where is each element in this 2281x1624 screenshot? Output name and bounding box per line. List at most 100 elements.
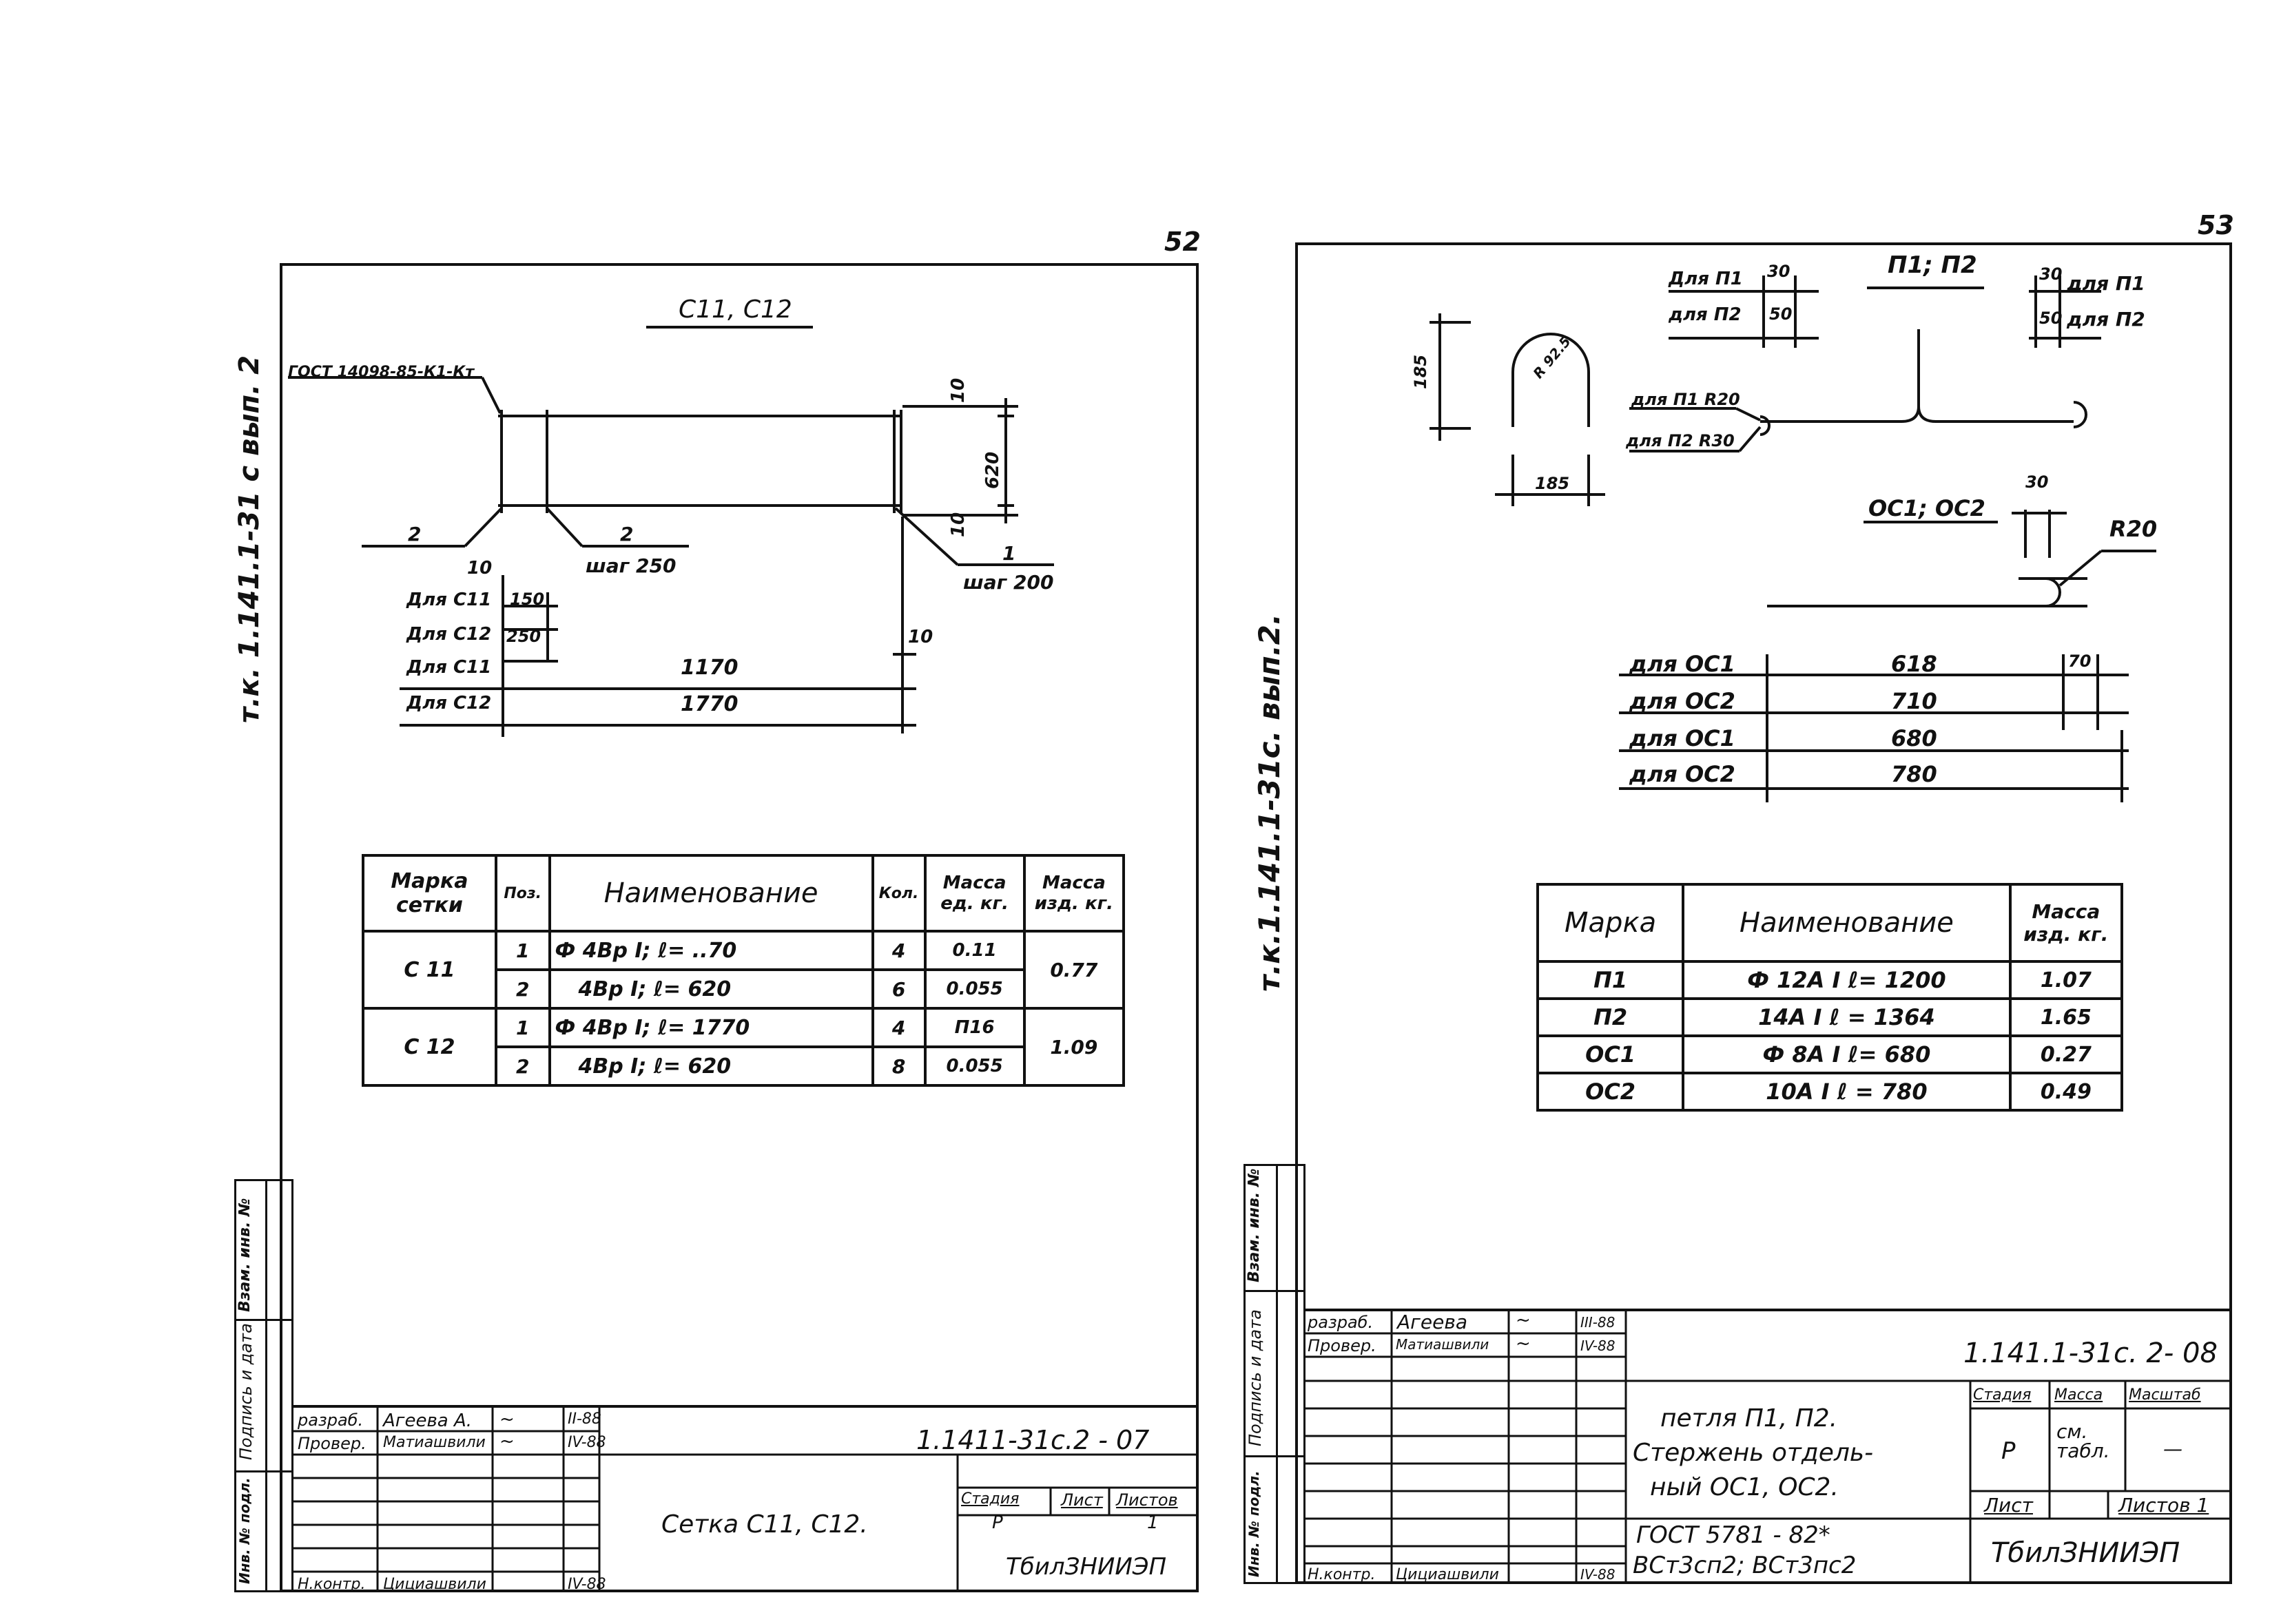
left-drawing-title: С11, С12 xyxy=(679,295,792,324)
row-label-c12-b: Для С12 xyxy=(406,693,492,714)
right-tb-name-check: Матиашвили xyxy=(1396,1336,1489,1353)
left-tb-date-3: IV-88 xyxy=(568,1576,606,1593)
left-tb-doc-code: 1.1411-31с.2 - 07 xyxy=(916,1425,1150,1455)
oc-row-value-3: 680 xyxy=(1891,725,1937,751)
right-tb-name-line-2: Стержень отдель- xyxy=(1633,1439,1874,1467)
th-mass: Масса изд. кг. xyxy=(2008,883,2124,963)
row-label-c11-a: Для С11 xyxy=(406,590,492,610)
oc-radius: R20 xyxy=(2109,516,2158,542)
left-tb-stage: Р xyxy=(992,1512,1003,1533)
qty-cell: 4 xyxy=(871,930,927,971)
oc-row-value-4: 780 xyxy=(1891,761,1937,787)
oc-row-label-4: для ОС2 xyxy=(1629,761,1735,787)
mark-cell: П1 xyxy=(1536,960,1685,1000)
left-tb-role-check: Провер. xyxy=(298,1434,367,1453)
name-cell: 14А I ℓ = 1364 xyxy=(1682,997,2012,1037)
right-tb-gost-line-2: ВСт3сп2; ВСт3пс2 xyxy=(1633,1552,1857,1579)
mass-cell: П16 xyxy=(923,1007,1026,1048)
qty-cell: 4 xyxy=(871,1007,927,1048)
qty-cell: 6 xyxy=(871,968,927,1010)
th-mass-total: Масса изд. кг. xyxy=(1022,854,1126,933)
right-tb-signature-1: ~ xyxy=(1516,1310,1531,1331)
th-name: Наименование xyxy=(1682,883,2012,963)
right-tb-name-dev: Агеева xyxy=(1397,1311,1467,1333)
mass-cell: 0.055 xyxy=(923,968,1026,1010)
right-tb-role-check: Провер. xyxy=(1308,1336,1376,1355)
row-label-c12-a: Для С12 xyxy=(406,624,492,645)
hook-label-p2: для П2 R30 xyxy=(1626,431,1735,450)
left-spec-table: Марка сетки Поз. Наименование Кол. Масса… xyxy=(362,854,1126,1087)
left-tb-role-norm: Н.контр. xyxy=(298,1576,366,1593)
pos-cell: 1 xyxy=(494,1007,551,1048)
right-tb-sheets-head: Листов 1 xyxy=(2118,1494,2209,1517)
right-title-p: П1; П2 xyxy=(1888,251,1977,279)
right-tb-scale-head: Масштаб xyxy=(2129,1386,2201,1404)
right-tb-name-norm: Цициашвили xyxy=(1396,1566,1499,1583)
dim-1170: 1170 xyxy=(681,656,739,680)
mark-c11: С 11 xyxy=(362,930,497,1010)
left-label-p1: Для П1 xyxy=(1669,269,1743,289)
left-tb-stage-head: Стадия xyxy=(961,1490,1020,1508)
dim-1770: 1770 xyxy=(681,692,739,716)
left-tb-sheets-head: Листов xyxy=(1116,1490,1178,1510)
pos-cell: 1 xyxy=(494,930,551,971)
mass-cell: 0.49 xyxy=(2008,1072,2124,1112)
right-title-block xyxy=(1305,1309,2232,1587)
left-tb-name: Сетка С11, С12. xyxy=(661,1510,868,1539)
left-step-200: шаг 200 xyxy=(963,571,1054,594)
right-tb-mass-head: Масса xyxy=(2054,1386,2103,1404)
oc-row-value-2: 710 xyxy=(1891,688,1937,714)
right-tb-sheet-head: Лист xyxy=(1984,1494,2033,1517)
right-tb-org: ТбилЗНИИЭП xyxy=(1991,1537,2180,1569)
right-dim-50: 50 xyxy=(2039,309,2063,328)
oc-dim-30: 30 xyxy=(2025,472,2049,492)
name-cell: Ф 12А I ℓ= 1200 xyxy=(1682,960,2012,1000)
oc-row-value-1: 618 xyxy=(1891,651,1937,677)
left-tb-date-1: II-88 xyxy=(568,1410,601,1428)
mark-c12: С 12 xyxy=(362,1007,497,1087)
mark-cell: ОС1 xyxy=(1536,1034,1685,1074)
table-row: С 12 1 Ф 4Вр I; ℓ= 1770 4 П16 1.09 xyxy=(362,1007,1126,1087)
dim-250: 250 xyxy=(506,627,541,646)
right-tb-signature-2: ~ xyxy=(1516,1333,1531,1354)
left-tb-signature-1: ~ xyxy=(499,1409,515,1430)
table-row: ОС2 10А I ℓ = 780 0.49 xyxy=(1536,1072,2124,1112)
loop-dim-w185: 185 xyxy=(1535,474,1570,493)
th-mark: Марка сетки xyxy=(362,854,497,933)
right-tb-doc-code: 1.141.1-31с. 2- 08 xyxy=(1963,1337,2218,1369)
left-tb-name-norm: Цициашвили xyxy=(383,1576,486,1593)
table-row: П1 Ф 12А I ℓ= 1200 1.07 xyxy=(1536,960,2124,1000)
table-row: ОС1 Ф 8А I ℓ= 680 0.27 xyxy=(1536,1034,2124,1074)
th-qty: Кол. xyxy=(871,854,927,933)
left-dim-50: 50 xyxy=(1769,304,1793,324)
left-tb-date-2: IV-88 xyxy=(568,1434,606,1451)
oc-row-label-2: для ОС2 xyxy=(1629,688,1735,714)
right-page-number: 53 xyxy=(2198,210,2234,240)
right-label-p1: для П1 xyxy=(2067,272,2145,295)
oc-row-label-3: для ОС1 xyxy=(1629,725,1735,751)
left-dim-30: 30 xyxy=(1767,262,1790,281)
left-tb-name-check: Матиашвили xyxy=(383,1434,486,1451)
right-tb-stage-head: Стадия xyxy=(1973,1386,2032,1404)
left-tb-org: ТбилЗНИИЭП xyxy=(1006,1553,1167,1581)
left-tb-sheet-head: Лист xyxy=(1061,1490,1103,1510)
name-cell: Ф 8А I ℓ= 680 xyxy=(1682,1034,2012,1074)
right-title-oc: ОС1; ОС2 xyxy=(1868,495,1985,521)
th-mass-unit: Масса ед. кг. xyxy=(923,854,1026,933)
dim-10-right: 10 xyxy=(908,627,933,647)
row-label-c11-b: Для С11 xyxy=(406,657,492,678)
mass-cell: 0.11 xyxy=(923,930,1026,971)
oc-row-label-1: для ОС1 xyxy=(1629,651,1735,677)
right-sheet-frame xyxy=(1295,242,2232,1584)
mark-cell: П2 xyxy=(1536,997,1685,1037)
right-tb-stage: Р xyxy=(2001,1437,2016,1465)
total-c11: 0.77 xyxy=(1022,930,1126,1010)
th-mark: Марка xyxy=(1536,883,1685,963)
right-label-p2: для П2 xyxy=(2067,308,2145,331)
right-tb-scale: — xyxy=(2163,1437,2182,1460)
qty-cell: 8 xyxy=(871,1045,927,1087)
table-row: П2 14А I ℓ = 1364 1.65 xyxy=(1536,997,2124,1037)
